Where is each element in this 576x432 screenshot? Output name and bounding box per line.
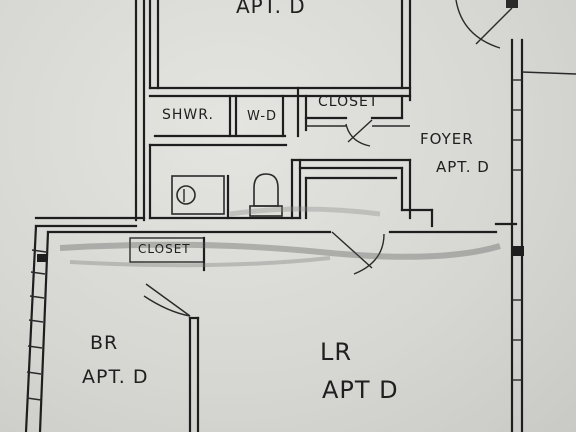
- bedroom-label: BR: [90, 332, 119, 354]
- foyer-apt-label: APT. D: [436, 158, 490, 176]
- corridor-walls: [34, 216, 518, 234]
- bathroom-walls: [148, 143, 434, 228]
- washer-dryer-label: W-D: [247, 109, 278, 124]
- smudge-texture: [59, 206, 501, 268]
- bathroom-fixtures: [171, 173, 283, 217]
- right-exterior-wall: [510, 38, 576, 432]
- upper-unit-walls: [148, 0, 412, 102]
- closet-small-label: CLOSET: [138, 242, 191, 256]
- left-exterior-wall: [24, 224, 50, 432]
- door-swings: [143, 0, 518, 317]
- living-room-label: LR: [320, 338, 353, 366]
- left-outer-wall-upper: [134, 0, 146, 222]
- apt-top-label: APT. D: [236, 0, 306, 18]
- shower-label: SHWR.: [162, 107, 214, 123]
- foyer-label: FOYER: [420, 130, 474, 148]
- utility-partitions: [153, 86, 410, 138]
- closet-top-label: CLOSET: [318, 94, 379, 110]
- bedroom-partition: [129, 236, 206, 432]
- bedroom-apt-label: APT. D: [82, 366, 149, 388]
- living-room-apt-label: APT D: [322, 376, 399, 404]
